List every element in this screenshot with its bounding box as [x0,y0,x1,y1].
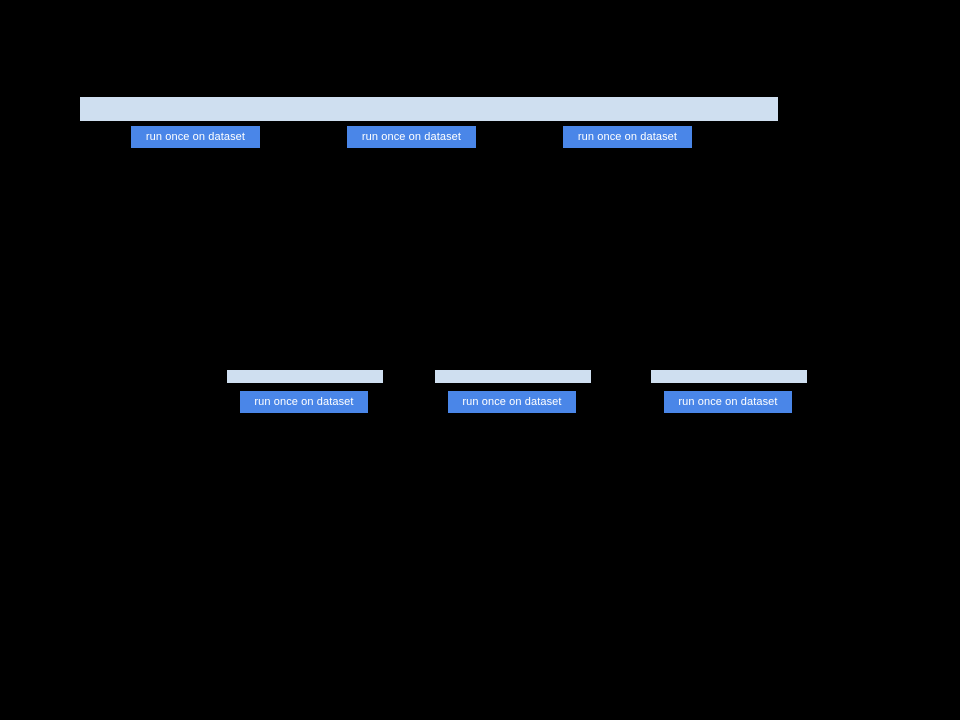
run-once-on-dataset-button-2[interactable]: run once on dataset [347,126,476,148]
column-3-progress-bar [651,370,807,383]
run-once-on-dataset-button-6[interactable]: run once on dataset [664,391,792,413]
run-once-on-dataset-button-5[interactable]: run once on dataset [448,391,576,413]
column-2-progress-bar [435,370,591,383]
column-1-progress-bar [227,370,383,383]
run-once-on-dataset-button-1[interactable]: run once on dataset [131,126,260,148]
run-once-on-dataset-button-3[interactable]: run once on dataset [563,126,692,148]
run-once-on-dataset-button-4[interactable]: run once on dataset [240,391,368,413]
top-progress-bar [80,97,778,121]
